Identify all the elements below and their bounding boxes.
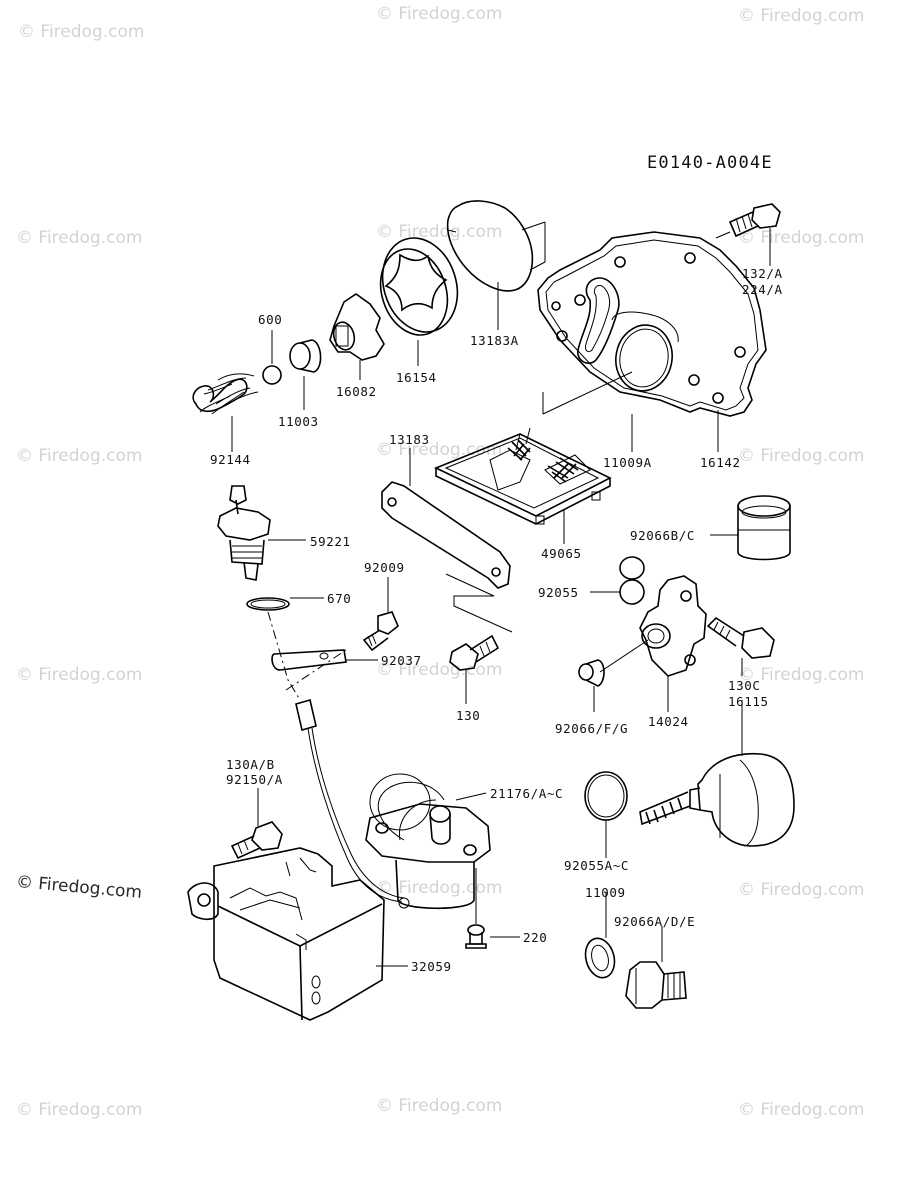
relief-valve-59221 (217, 485, 271, 581)
part-label: 92144 (210, 452, 251, 467)
part-label: 132/A (742, 266, 783, 281)
dipstick-16115 (639, 752, 795, 847)
part-label: 130 (456, 708, 481, 723)
part-label: 32059 (411, 959, 452, 974)
part-label: 92150/A (226, 772, 283, 787)
watermark: © Firedog.com (376, 1096, 503, 1116)
washer-11009 (584, 937, 616, 979)
part-label: 16142 (700, 455, 741, 470)
part-label: 600 (258, 312, 283, 327)
watermark: © Firedog.com (16, 1100, 143, 1120)
oil-sensor-21176 (365, 773, 491, 910)
part-label: 16115 (728, 694, 769, 709)
watermark: © Firedog.com (376, 660, 503, 680)
part-label: 13183A (470, 333, 519, 348)
part-label: 92037 (381, 653, 422, 668)
part-label: 16082 (336, 384, 377, 399)
part-label: 59221 (310, 534, 351, 549)
watermark: © Firedog.com (738, 880, 865, 900)
watermark: © Firedog.com (738, 665, 865, 685)
part-label: 92055A~C (564, 858, 630, 873)
watermark: © Firedog.com (16, 228, 143, 248)
part-label: 92066/F/G (555, 721, 629, 736)
watermark: © Firedog.com (18, 22, 145, 42)
part-label: 49065 (541, 546, 582, 561)
bolt-132 (715, 203, 781, 239)
cover-plate-13183a (446, 200, 546, 292)
watermark: © Firedog.com (738, 1100, 865, 1120)
screw-220 (465, 924, 487, 949)
part-label: 130C (728, 678, 761, 693)
inner-rotor-16082 (329, 293, 385, 361)
part-label: 16154 (396, 370, 437, 385)
bolt-130ab (230, 821, 283, 860)
watermark: © Firedog.com (376, 440, 503, 460)
part-label: 224/A (742, 282, 783, 297)
watermark: © Firedog.com (376, 878, 503, 898)
watermark: © Firedog.com (376, 4, 503, 24)
part-label: 14024 (648, 714, 689, 729)
gasket-13183 (381, 448, 511, 589)
oil-strainer-49065 (434, 427, 612, 525)
part-label: 670 (327, 591, 352, 606)
watermark: © Firedog.com (16, 446, 143, 466)
part-label: 220 (523, 930, 548, 945)
pump-cover-16142 (537, 231, 767, 417)
o-ring-670 (246, 597, 290, 611)
watermark: © Firedog.com (738, 6, 865, 26)
part-label: 92009 (364, 560, 405, 575)
watermark: © Firedog.com (738, 446, 865, 466)
sleeve (295, 698, 317, 732)
part-label: 92055 (538, 585, 579, 600)
collar-11003 (289, 339, 322, 373)
screw-92009 (362, 611, 399, 652)
screw-130 (449, 634, 500, 671)
cap-92066bc (737, 495, 791, 561)
diagram-code: E0140-A004E (647, 153, 773, 173)
o-ring-92055ac (584, 771, 628, 821)
steel-ball-600 (262, 365, 282, 385)
bracket-14024 (639, 575, 707, 677)
bracket-32059 (187, 847, 385, 1021)
watermark: © Firedog.com (16, 665, 143, 685)
part-label: 21176/A~C (490, 786, 564, 801)
part-label: 13183 (389, 432, 430, 447)
pipe-92037 (271, 649, 347, 671)
part-label: 92066A/D/E (614, 914, 696, 929)
o-ring-92055 (619, 556, 645, 605)
watermark: © Firedog.com (376, 222, 503, 242)
part-label: 11003 (278, 414, 319, 429)
part-label: 11009A (603, 455, 652, 470)
spring-92144 (192, 373, 259, 415)
part-label: 92066B/C (630, 528, 696, 543)
drain-plug-92066ade (625, 961, 687, 1009)
part-label: 11009 (585, 885, 626, 900)
part-label: 130A/B (226, 757, 275, 772)
outer-rotor-16154 (379, 237, 459, 336)
collar-92066fg (578, 659, 605, 687)
bolt-130c (706, 616, 775, 659)
